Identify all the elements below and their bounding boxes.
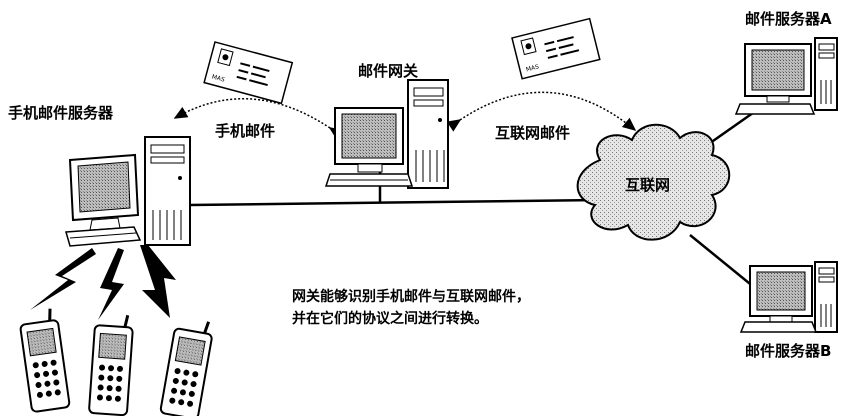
- internet-mail-arrow: [446, 91, 637, 132]
- internet-cloud: [576, 123, 731, 241]
- server-a-label: 邮件服务器A: [745, 10, 832, 28]
- link-server-b: [689, 234, 761, 293]
- mobile-mail-server-label: 手机邮件服务器: [8, 104, 114, 122]
- mobile-phone-icon: [159, 321, 213, 416]
- mail-server-b-computer: [739, 261, 838, 333]
- mail-gateway-label: 邮件网关: [358, 62, 419, 80]
- caption-line-1: 网关能够识别手机邮件与互联网邮件，: [292, 289, 530, 305]
- internet-label: 互联网: [625, 176, 671, 194]
- mail-gateway-computer: [324, 79, 449, 189]
- mobile-phone-icon: [19, 308, 71, 413]
- envelope-icon: MAS: [203, 41, 294, 105]
- caption-line-2: 并在它们的协议之间进行转换。: [292, 311, 488, 327]
- wireless-signal-icon: [30, 245, 176, 320]
- mail-server-a-computer: [734, 37, 838, 115]
- envelope-icon: MAS: [511, 17, 601, 80]
- mobile-phone-icon: [88, 314, 134, 416]
- mobile-mail-arrow: [173, 98, 344, 140]
- mobile-mail-server-computer: [65, 136, 191, 247]
- svg-text:MAS: MAS: [211, 73, 226, 83]
- svg-text:MAS: MAS: [525, 63, 540, 73]
- internet-mail-label: 互联网邮件: [495, 124, 571, 142]
- backbone-line: [189, 198, 601, 207]
- mobile-mail-label: 手机邮件: [215, 122, 276, 140]
- server-b-label: 邮件服务器B: [745, 342, 832, 360]
